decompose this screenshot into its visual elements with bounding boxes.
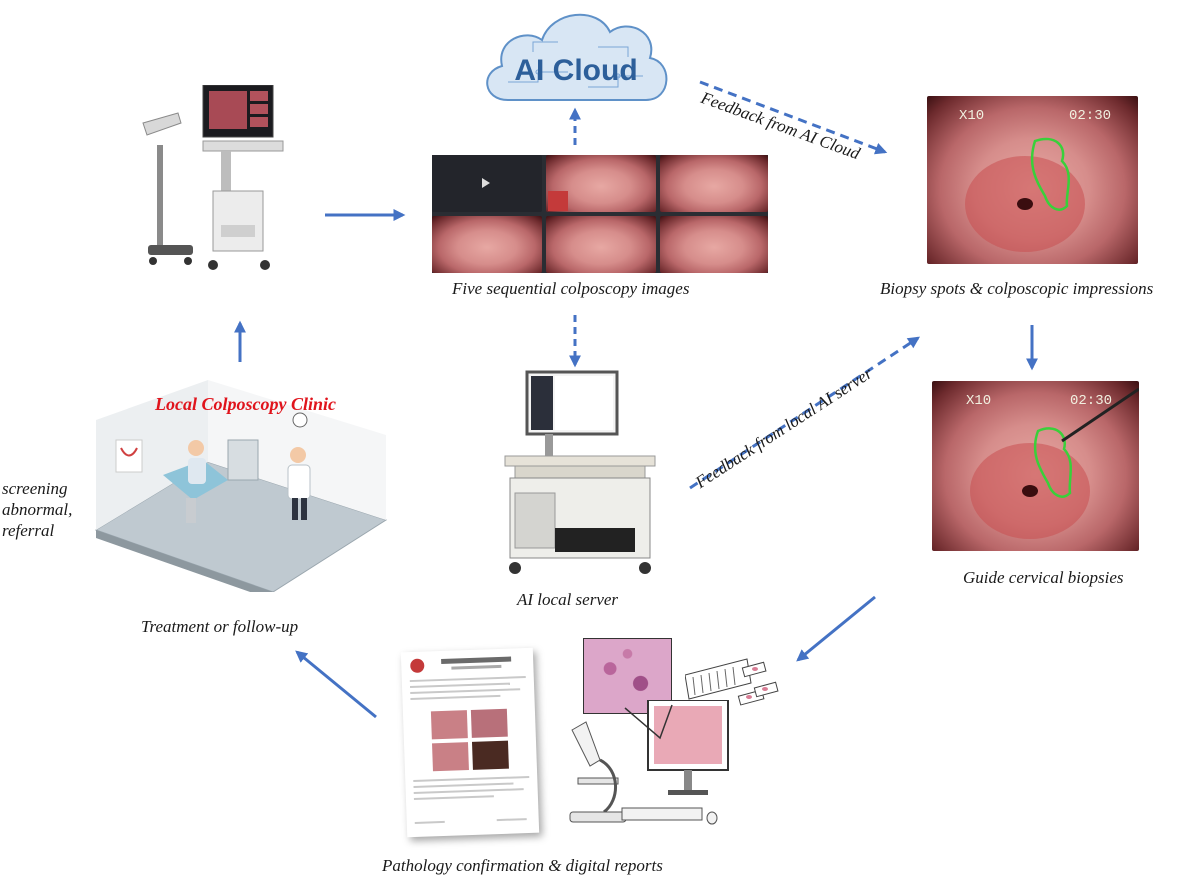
colposcopy-image-4	[546, 216, 656, 273]
ai-cloud: AI Cloud	[478, 2, 674, 112]
play-icon	[482, 178, 490, 188]
microscope-workstation	[560, 699, 730, 835]
clinic-side-note: screening abnormal, referral	[2, 478, 72, 541]
zoom-connector	[624, 704, 673, 740]
caption-ai-local-server: AI local server	[517, 590, 619, 609]
side-note-line-3: referral	[2, 521, 55, 540]
caption-pathology: Pathology confirmation & digital reports	[382, 856, 663, 875]
colposcopy-image-2	[660, 155, 768, 212]
caption-treatment: Treatment or follow-up	[141, 617, 299, 636]
arrow-pathology-to-treatment	[295, 650, 377, 719]
clinic-title: Local Colposcopy Clinic	[155, 394, 336, 414]
side-note-line-2: abnormal,	[2, 500, 73, 519]
magnification-readout: X10	[959, 108, 985, 124]
lesion-outline	[965, 137, 1085, 252]
caption-five-images: Five sequential colposcopy images	[452, 279, 690, 298]
histology-image	[583, 638, 672, 714]
biopsy-forceps-icon	[1061, 387, 1139, 443]
pathology-report-document	[400, 647, 540, 838]
magnification-readout: X10	[966, 393, 992, 409]
hospital-logo-icon	[410, 658, 425, 673]
colposcopy-image-5	[660, 216, 768, 273]
arrow-cloud-feedback	[699, 80, 888, 155]
colposcopy-image-grid	[432, 155, 768, 273]
caption-guide-biopsies: Guide cervical biopsies	[963, 568, 1124, 587]
slide-box	[684, 655, 780, 717]
biopsy-spots-image: X10 02:30	[927, 96, 1138, 264]
ai-local-server	[495, 368, 665, 583]
colposcopy-image-3	[432, 216, 542, 273]
lesion-outline	[970, 387, 1139, 539]
side-note-line-1: screening	[2, 479, 68, 498]
caption-biopsy-spots: Biopsy spots & colposcopic impressions	[880, 279, 1154, 298]
cloud-title: AI Cloud	[514, 54, 638, 87]
video-panel	[432, 155, 542, 212]
colposcope-machine	[133, 84, 293, 280]
guide-biopsies-image: X10 02:30	[932, 381, 1139, 551]
time-readout: 02:30	[1070, 393, 1113, 409]
mouse-icon	[706, 811, 718, 825]
arrow-guide-to-pathology	[796, 595, 876, 662]
colposcopy-image-1	[546, 155, 656, 212]
arrow-local-feedback	[689, 336, 921, 490]
magnifier-icon	[548, 191, 568, 211]
cloud-icon	[486, 13, 668, 101]
time-readout: 02:30	[1069, 108, 1112, 124]
clinic-illustration	[88, 380, 388, 600]
